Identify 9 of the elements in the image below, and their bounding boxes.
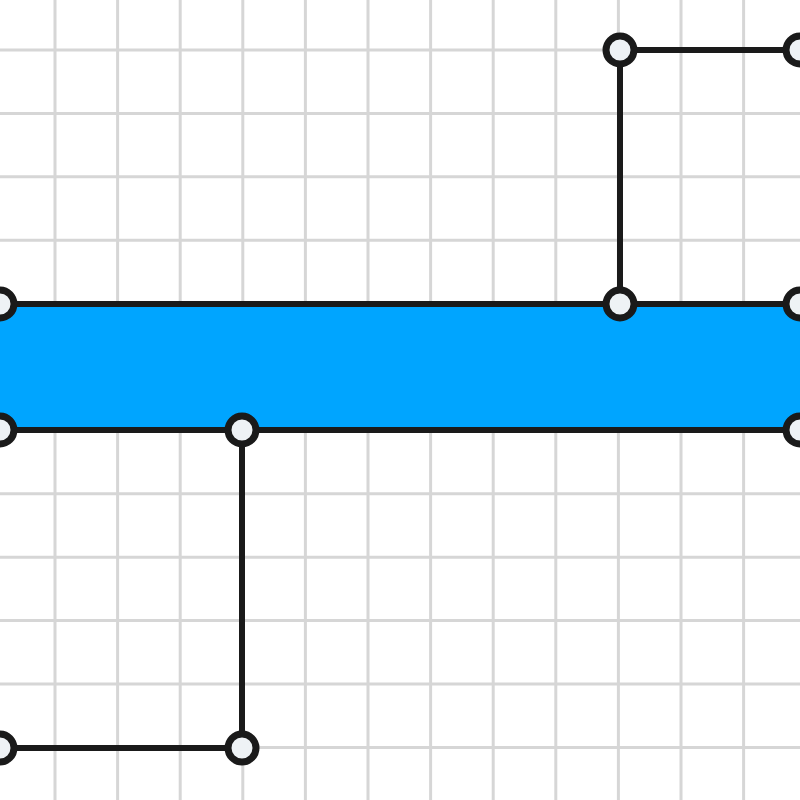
endpoint-circle <box>224 412 260 448</box>
endpoint-circle <box>602 32 638 68</box>
connector-line <box>617 64 623 290</box>
endpoint-circle <box>224 730 260 766</box>
band <box>0 301 800 433</box>
connector-line <box>239 444 245 734</box>
endpoint-circle <box>602 286 638 322</box>
connector-line <box>14 745 228 751</box>
connector-line <box>634 47 786 53</box>
